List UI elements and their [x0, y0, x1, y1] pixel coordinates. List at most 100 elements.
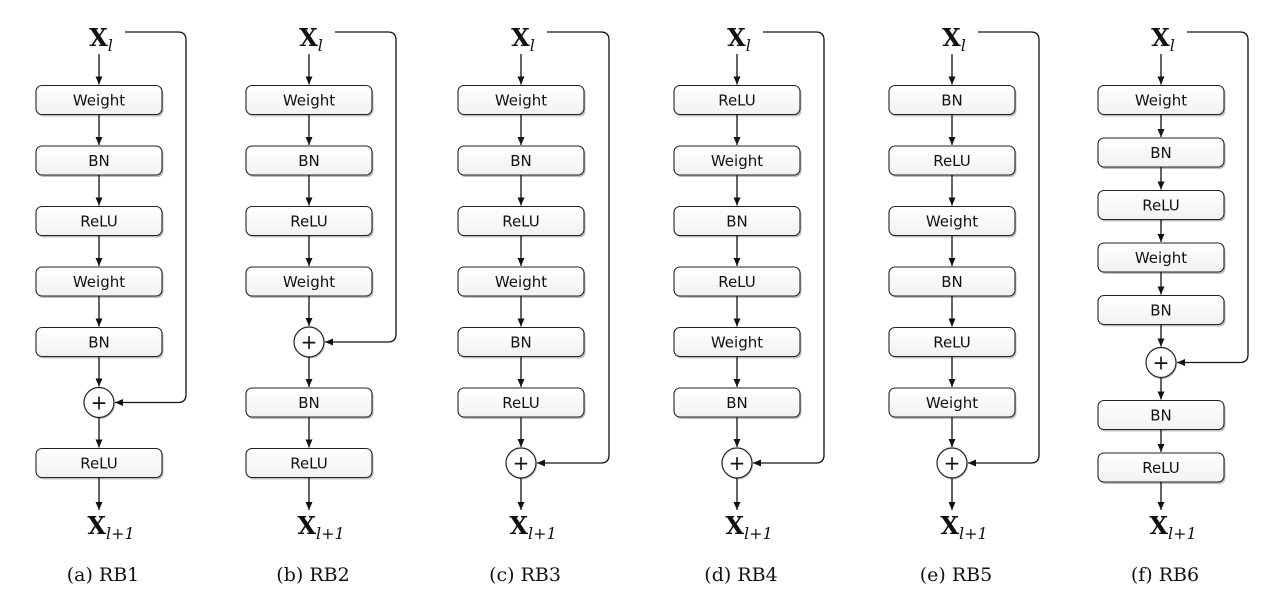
layer-label: ReLU — [933, 334, 971, 352]
add-symbol: + — [91, 391, 108, 415]
output-var-label: Xl+1 — [725, 511, 772, 543]
layer-box-bn: BN — [35, 326, 164, 359]
layer-label: BN — [1150, 144, 1172, 162]
add-node: + — [721, 447, 753, 480]
layer-label: BN — [941, 92, 963, 110]
layer-label: BN — [726, 394, 748, 412]
layer-label: ReLU — [502, 394, 540, 412]
layer-box-bn: BN — [1097, 399, 1226, 432]
input-var-label: Xl — [1151, 23, 1175, 55]
input-var-label: Xl — [942, 23, 966, 55]
layer-box-weight: Weight — [1097, 84, 1226, 117]
layer-box-relu: ReLU — [1097, 189, 1226, 222]
layer-label: BN — [298, 152, 320, 170]
layer-box-weight: Weight — [1097, 242, 1226, 274]
layer-box-bn: BN — [1097, 137, 1226, 169]
layer-box-relu: ReLU — [673, 84, 802, 117]
output-var-label: Xl+1 — [940, 511, 987, 543]
layer-box-bn: BN — [673, 205, 802, 238]
layer-label: Weight — [711, 152, 763, 170]
layer-label: ReLU — [80, 213, 118, 231]
output-var-label: Xl+1 — [297, 511, 344, 543]
layer-box-relu: ReLU — [888, 326, 1017, 359]
layer-label: Weight — [495, 92, 547, 110]
skip-connection — [968, 31, 1040, 467]
layer-label: BN — [726, 213, 748, 231]
input-var-label: Xl — [89, 23, 113, 55]
output-var-label: Xl+1 — [509, 511, 556, 543]
layer-box-weight: Weight — [245, 84, 374, 117]
layer-box-weight: Weight — [35, 84, 164, 117]
layer-label: ReLU — [1142, 459, 1180, 477]
layer-label: Weight — [1135, 249, 1187, 267]
layer-box-relu: ReLU — [457, 387, 586, 419]
output-var-label: Xl+1 — [87, 511, 134, 543]
add-symbol: + — [513, 451, 530, 475]
layer-box-weight: Weight — [245, 266, 374, 298]
layer-label: ReLU — [933, 152, 971, 170]
layer-box-weight: Weight — [888, 205, 1017, 238]
layer-box-bn: BN — [673, 387, 802, 419]
layer-box-bn: BN — [245, 387, 374, 419]
layer-label: BN — [510, 334, 532, 352]
layer-box-bn: BN — [245, 145, 374, 177]
layer-label: ReLU — [1142, 197, 1180, 215]
layer-label: Weight — [283, 273, 335, 291]
layer-box-bn: BN — [457, 145, 586, 177]
layer-box-weight: Weight — [457, 84, 586, 117]
layer-label: Weight — [926, 394, 978, 412]
skip-connection — [537, 31, 610, 467]
layer-box-relu: ReLU — [35, 447, 164, 480]
diagram-caption: (e) RB5 — [920, 564, 992, 586]
diagram-caption: (d) RB4 — [704, 564, 777, 586]
layer-box-weight: Weight — [457, 266, 586, 298]
skip-connection — [1177, 31, 1249, 366]
layer-box-bn: BN — [1097, 294, 1226, 327]
layer-box-relu: ReLU — [673, 266, 802, 298]
add-node: + — [936, 447, 968, 480]
layer-box-bn: BN — [888, 84, 1017, 117]
layer-box-relu: ReLU — [1097, 452, 1226, 484]
layer-label: BN — [1150, 302, 1172, 320]
skip-connection — [115, 31, 187, 406]
layer-label: BN — [88, 152, 110, 170]
layer-label: ReLU — [290, 213, 328, 231]
layer-label: ReLU — [718, 92, 756, 110]
layer-label: Weight — [495, 273, 547, 291]
layer-box-weight: Weight — [673, 326, 802, 359]
input-var-label: Xl — [299, 23, 323, 55]
layer-box-relu: ReLU — [457, 205, 586, 238]
layer-label: BN — [941, 273, 963, 291]
input-var-label: Xl — [727, 23, 751, 55]
layer-label: BN — [510, 152, 532, 170]
input-var-label: Xl — [511, 23, 535, 55]
layer-box-weight: Weight — [673, 145, 802, 177]
add-node: + — [293, 326, 325, 359]
layer-label: ReLU — [718, 273, 756, 291]
layer-box-weight: Weight — [888, 387, 1017, 419]
layer-box-relu: ReLU — [888, 145, 1017, 177]
add-symbol: + — [729, 451, 746, 475]
add-node: + — [83, 386, 115, 419]
add-node: + — [1145, 346, 1177, 379]
layer-box-weight: Weight — [35, 266, 164, 298]
add-symbol: + — [301, 330, 318, 354]
layer-box-relu: ReLU — [245, 447, 374, 480]
layer-label: Weight — [283, 92, 335, 110]
layer-box-bn: BN — [888, 266, 1017, 298]
diagram-caption: (f) RB6 — [1131, 564, 1199, 586]
layer-label: Weight — [73, 273, 125, 291]
layer-label: Weight — [1135, 92, 1187, 110]
output-var-label: Xl+1 — [1149, 511, 1196, 543]
diagram-caption: (b) RB2 — [276, 564, 349, 586]
layer-label: BN — [298, 394, 320, 412]
layer-label: BN — [1150, 407, 1172, 425]
layer-label: Weight — [711, 334, 763, 352]
